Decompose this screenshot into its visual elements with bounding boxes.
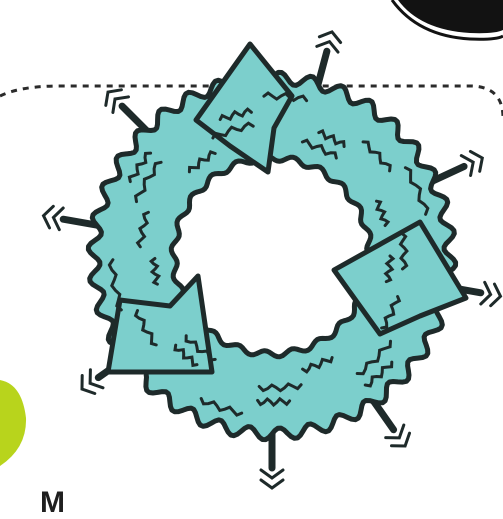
dark-corner-circle [398,0,503,33]
partial-caption: M [40,488,66,518]
green-accent-circle [0,380,26,466]
motion-chevron [261,480,283,488]
